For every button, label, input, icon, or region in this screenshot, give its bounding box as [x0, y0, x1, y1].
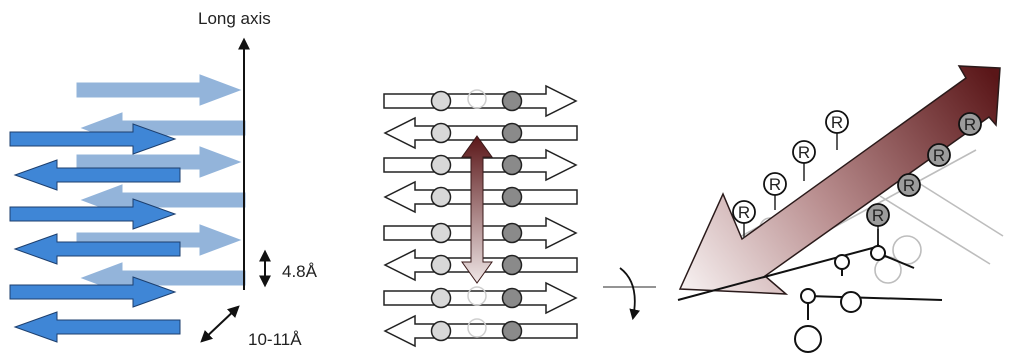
residue	[467, 286, 487, 306]
residue	[430, 154, 452, 176]
front-sheet	[9, 123, 181, 343]
residue	[501, 222, 523, 244]
front-residue	[840, 291, 862, 313]
r-label: R	[798, 143, 810, 162]
front-strand-line	[807, 295, 943, 301]
rotation-arrow-icon	[619, 267, 640, 321]
r-label: R	[831, 113, 843, 132]
front-strand-3	[9, 198, 177, 230]
r-side-chains-back: R R R R	[866, 112, 982, 244]
back-strand-line	[905, 174, 1004, 237]
r-group: R	[792, 140, 816, 181]
r-circle	[825, 110, 849, 134]
perspective-panel: R R R R R	[677, 65, 1004, 353]
front-residue	[800, 288, 816, 304]
residue-column-right	[501, 90, 523, 342]
residue	[430, 254, 452, 276]
front-residue	[834, 254, 850, 270]
r-label: R	[769, 175, 781, 194]
residue	[467, 318, 487, 338]
sheet-spacing-label: 10-11Å	[248, 330, 302, 349]
front-residues	[794, 245, 886, 353]
r-group: R	[732, 200, 756, 238]
residue	[430, 222, 452, 244]
r-circle	[792, 140, 816, 164]
r-group: R	[927, 143, 951, 167]
residue	[430, 122, 452, 144]
residue-column-left	[430, 90, 452, 342]
front-strand-6	[13, 311, 181, 343]
rotation-indicator	[603, 267, 656, 321]
residue-column-faint	[467, 89, 487, 338]
residue	[501, 122, 523, 144]
stack-strand-2	[383, 116, 578, 150]
sheet-spacing-arrow	[200, 305, 240, 343]
stack-strand-1	[383, 84, 578, 118]
strand-stack-panel	[383, 84, 578, 348]
stack-spacing-label: 4.8Å	[282, 262, 318, 281]
back-sheet	[76, 74, 246, 294]
front-strand-4	[13, 233, 181, 265]
front-strand-line	[677, 245, 881, 301]
residue	[501, 320, 523, 342]
residue	[430, 320, 452, 342]
residue	[501, 90, 523, 112]
r-group: R	[825, 110, 849, 150]
residue	[501, 254, 523, 276]
r-label: R	[738, 203, 750, 222]
residue	[501, 154, 523, 176]
r-circle	[897, 173, 921, 197]
r-circle	[866, 203, 890, 227]
r-side-chains-front: R R R R	[732, 110, 849, 238]
front-strand-5	[9, 276, 177, 308]
long-axis-label: Long axis	[198, 9, 271, 28]
residue	[430, 186, 452, 208]
r-group: R	[958, 112, 982, 136]
r-label: R	[933, 146, 945, 165]
front-residue	[870, 245, 886, 261]
large-double-arrow	[678, 65, 1001, 295]
r-circle	[927, 143, 951, 167]
r-group: R	[763, 172, 787, 210]
residue	[501, 186, 523, 208]
r-circle	[958, 112, 982, 136]
residue	[501, 287, 523, 309]
back-strand-line	[879, 195, 991, 265]
stack-strand-8	[383, 314, 578, 348]
back-strand-1	[76, 74, 242, 106]
front-strand-1	[9, 123, 177, 155]
vertical-double-arrow	[461, 135, 493, 284]
residue	[430, 90, 452, 112]
r-group: R	[866, 203, 890, 244]
r-label: R	[903, 176, 915, 195]
cross-beta-panel: Long axis 4.8Å 10-11Å	[9, 9, 318, 349]
residue	[430, 287, 452, 309]
r-label: R	[872, 206, 884, 225]
stack-strand-7	[383, 281, 578, 315]
residue-circles	[430, 89, 523, 342]
front-residue	[794, 325, 822, 353]
r-label: R	[964, 115, 976, 134]
r-group: R	[897, 173, 921, 197]
r-circle	[763, 172, 787, 196]
r-circle	[732, 200, 756, 224]
front-strand-2	[13, 159, 181, 191]
residue	[467, 89, 487, 109]
